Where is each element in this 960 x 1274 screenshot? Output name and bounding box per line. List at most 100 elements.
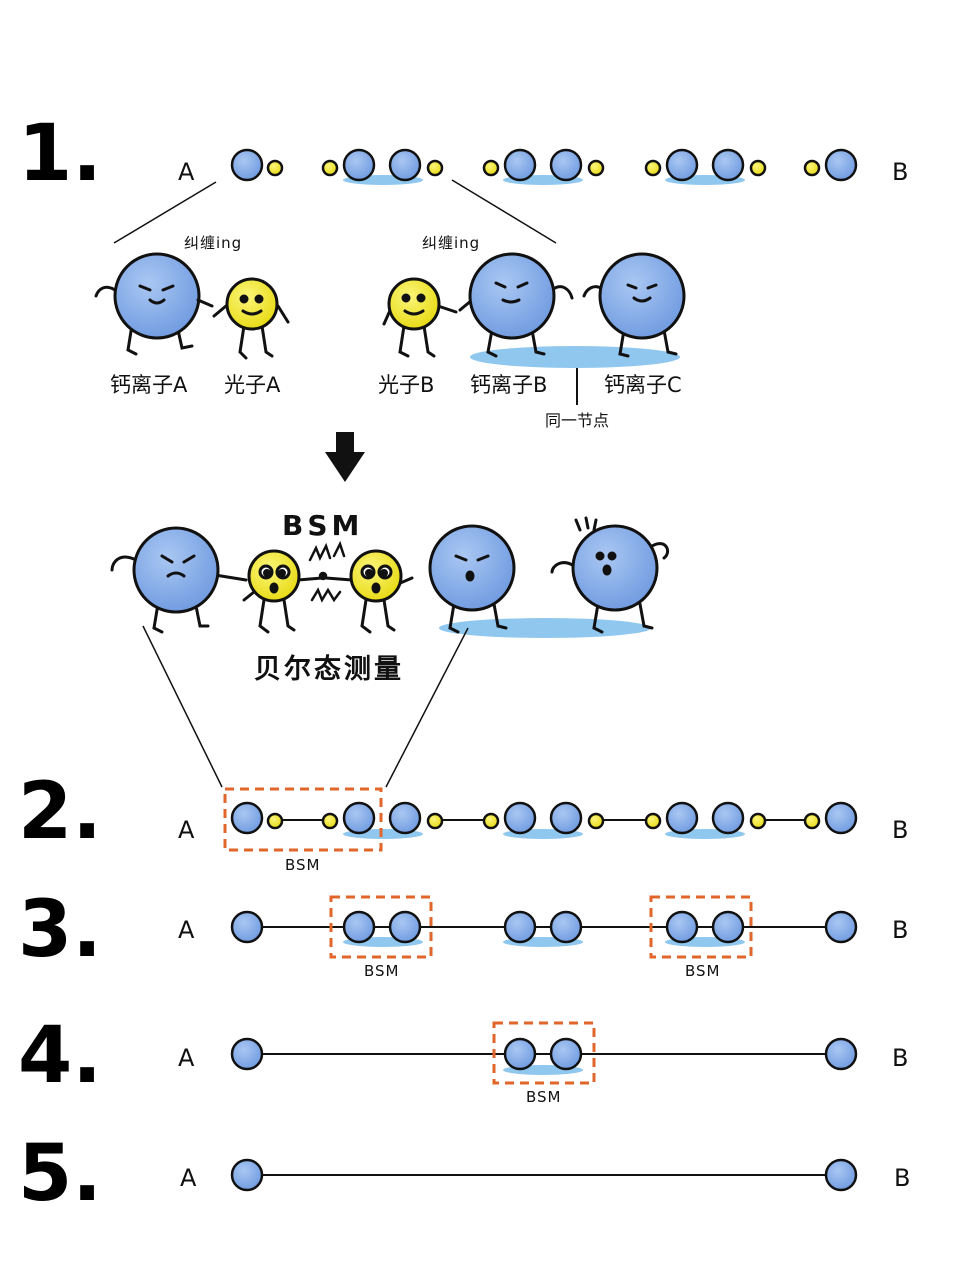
node-a-label: A: [180, 1164, 197, 1192]
ion: [230, 148, 264, 182]
bsm-title: BSM: [282, 509, 363, 542]
step-5: 5. A B: [18, 1129, 910, 1219]
ion: [549, 1037, 583, 1071]
ion: [665, 148, 699, 182]
photon: [644, 812, 662, 830]
down-arrow-icon: [325, 432, 365, 482]
spark-icon: [308, 540, 346, 603]
bsm-label: BSM: [285, 856, 321, 874]
ion: [388, 801, 422, 835]
step-3: 3. A B BSM BSM: [18, 885, 908, 980]
step-1: 1. A B: [18, 109, 908, 430]
node-b-label: B: [894, 1164, 910, 1192]
bsm-box: [649, 895, 753, 959]
step-3-number: 3.: [18, 885, 102, 975]
node-a-label: A: [178, 916, 195, 944]
ion: [503, 910, 537, 944]
node-pad: [439, 618, 651, 638]
ion-b-character: [458, 252, 574, 358]
ion-a-character: [94, 252, 214, 356]
step-4: 4. A B BSM: [18, 1011, 908, 1106]
ion: [230, 1158, 264, 1192]
step-4-number: 4.: [18, 1011, 102, 1101]
ion: [824, 801, 858, 835]
bell-measurement-label: 贝尔态测量: [254, 654, 404, 685]
photon-a-character: [212, 277, 290, 360]
ion: [342, 801, 376, 835]
step-1-number: 1.: [18, 109, 102, 199]
photon-b-character: [382, 277, 458, 358]
ion: [549, 148, 583, 182]
photon: [266, 812, 284, 830]
ion-b-character: [428, 524, 516, 634]
ion: [230, 1037, 264, 1071]
ion: [665, 801, 699, 835]
ion: [230, 910, 264, 944]
ion: [388, 910, 422, 944]
photon: [803, 159, 821, 177]
bsm-label: BSM: [685, 962, 721, 980]
bsm-label: BSM: [364, 962, 400, 980]
photon-a-label: 光子A: [224, 373, 281, 397]
bell-state-measurement-scene: BSM: [110, 509, 669, 788]
node-a-label: A: [178, 816, 195, 844]
bsm-box: [223, 787, 383, 852]
ion: [549, 801, 583, 835]
node-b-label: B: [892, 816, 908, 844]
node-b-label: B: [892, 158, 908, 186]
zoom-line: [113, 181, 217, 244]
ion-c-character: [582, 252, 686, 358]
photon: [426, 812, 444, 830]
zoom-line: [385, 627, 469, 788]
step-2-number: 2.: [18, 767, 102, 857]
photon: [803, 812, 821, 830]
photon: [482, 159, 500, 177]
calcium-ion-a-label: 钙离子A: [110, 373, 188, 397]
photon: [587, 159, 605, 177]
photon-b-label: 光子B: [378, 373, 434, 397]
ion: [711, 910, 745, 944]
bsm-box: [492, 1021, 596, 1085]
photon: [426, 159, 444, 177]
bsm-label: BSM: [526, 1088, 562, 1106]
ion: [503, 801, 537, 835]
ion: [230, 801, 264, 835]
step-2: 2. A B: [18, 767, 908, 874]
node-a-label: A: [178, 158, 195, 186]
entangling-label: 纠缠ing: [184, 234, 242, 252]
same-node-label: 同一节点: [545, 411, 609, 430]
ion: [824, 1158, 858, 1192]
photon: [266, 159, 284, 177]
ion: [342, 148, 376, 182]
node-a-label: A: [178, 1044, 195, 1072]
photon: [644, 159, 662, 177]
photon: [587, 812, 605, 830]
bsm-box: [329, 895, 433, 959]
ion-c-character: [550, 516, 669, 634]
ion: [342, 910, 376, 944]
photon: [482, 812, 500, 830]
node-b-label: B: [892, 1044, 908, 1072]
photon: [321, 812, 339, 830]
calcium-ion-b-label: 钙离子B: [470, 373, 547, 397]
ion: [824, 910, 858, 944]
photon-a-character: [242, 549, 324, 634]
zoom-line: [142, 625, 223, 788]
ion: [388, 148, 422, 182]
ion-a-character: [110, 526, 248, 634]
ion: [503, 1037, 537, 1071]
node-pad: [470, 346, 680, 368]
entangling-label: 纠缠ing: [422, 234, 480, 252]
ion: [503, 148, 537, 182]
ion: [549, 910, 583, 944]
ion: [824, 148, 858, 182]
step-5-number: 5.: [18, 1129, 102, 1219]
photon: [749, 812, 767, 830]
photon-b-character: [324, 549, 414, 634]
ion: [665, 910, 699, 944]
ion: [711, 148, 745, 182]
calcium-ion-c-label: 钙离子C: [604, 373, 682, 397]
photon: [321, 159, 339, 177]
